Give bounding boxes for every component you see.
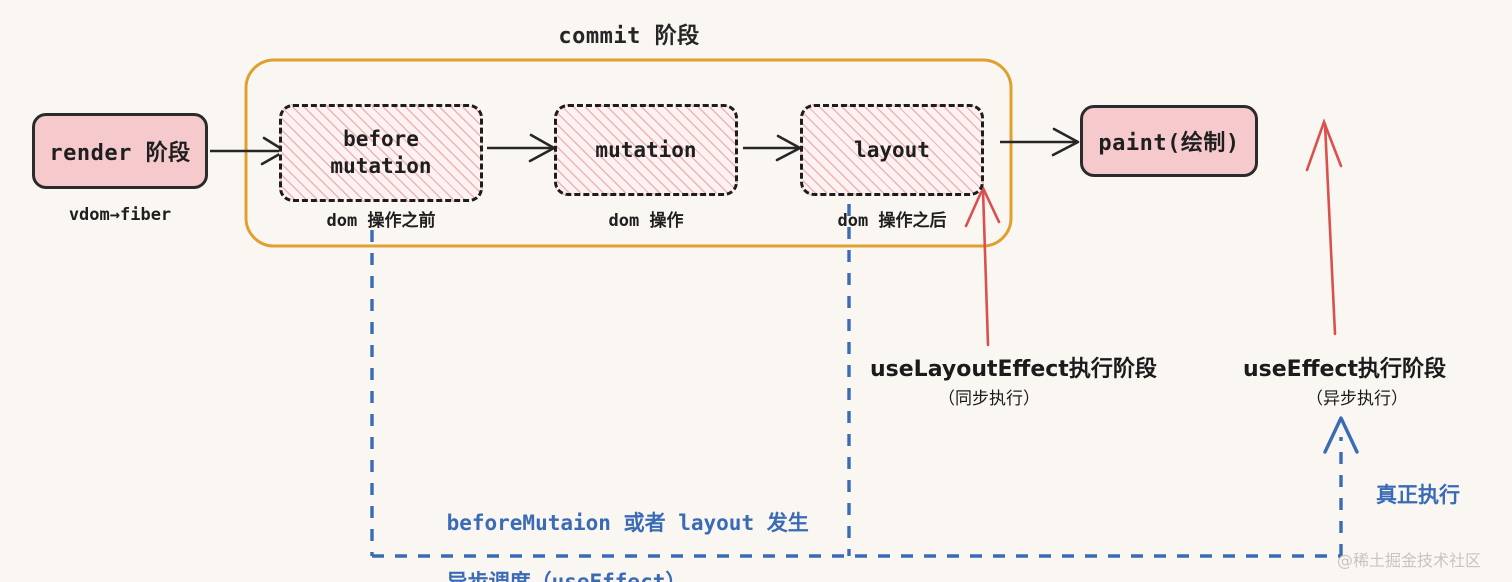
node-before-mutation-label-line1: before — [343, 127, 419, 152]
annotation-async-schedule-line1: beforeMutaion 或者 layout 发生 — [446, 510, 809, 535]
node-before-mutation-label: before mutation — [330, 126, 431, 180]
annotation-async-schedule-line2: 异步调度（useEffect） — [447, 570, 687, 582]
arrow-before-mutation-to-mutation — [487, 133, 556, 163]
arrowhead-real-execution — [1323, 416, 1359, 454]
caption-render-phase: vdom→fiber — [68, 205, 172, 225]
annotation-real-execution: 真正执行 — [1376, 483, 1460, 507]
node-paint[interactable]: paint(绘制) — [1080, 105, 1258, 177]
node-render-phase-label: render 阶段 — [49, 141, 191, 166]
node-mutation[interactable]: mutation — [554, 104, 738, 196]
caption-before-mutation: dom 操作之前 — [326, 211, 436, 231]
node-before-mutation[interactable]: before mutation — [279, 104, 483, 202]
node-before-mutation-label-line2: mutation — [330, 154, 432, 178]
node-layout-label: layout — [854, 137, 930, 162]
node-paint-label: paint(绘制) — [1098, 131, 1240, 156]
annotation-uselayouteffect-title: useLayoutEffect执行阶段 — [870, 357, 1157, 382]
watermark: @稀土掘金技术社区 — [1337, 551, 1482, 570]
caption-layout: dom 操作之后 — [837, 211, 947, 231]
arrow-render-to-before-mutation — [210, 136, 287, 166]
caption-mutation: dom 操作 — [608, 211, 684, 231]
annotation-uselayouteffect-subtitle: （同步执行） — [938, 389, 1040, 409]
annotation-async-schedule: beforeMutaion 或者 layout 发生 异步调度（useEffec… — [396, 479, 809, 582]
annotation-useeffect-subtitle: （异步执行） — [1306, 389, 1408, 409]
arrow-layout-to-paint — [1000, 127, 1080, 157]
annotation-useeffect-title: useEffect执行阶段 — [1243, 357, 1447, 382]
node-mutation-label: mutation — [595, 137, 697, 162]
arrow-useeffect-to-paint — [1305, 118, 1343, 336]
node-render-phase[interactable]: render 阶段 — [32, 113, 208, 189]
node-layout[interactable]: layout — [800, 104, 984, 196]
page-title: commit 阶段 — [558, 24, 700, 49]
arrow-mutation-to-layout — [743, 134, 802, 162]
